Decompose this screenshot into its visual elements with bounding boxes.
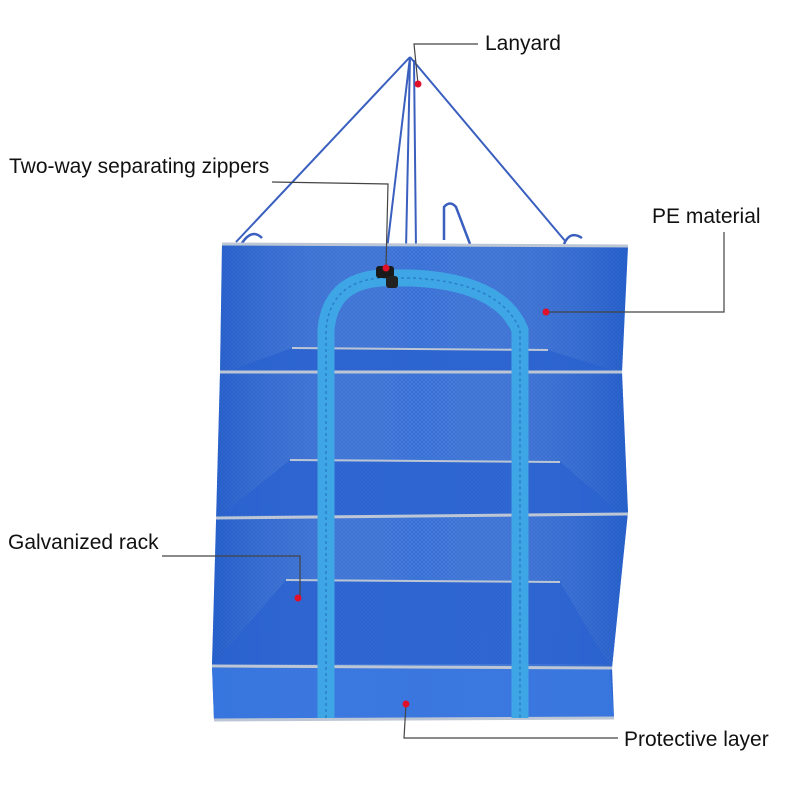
mesh-body (212, 244, 628, 720)
label-protective-layer: Protective layer (624, 728, 769, 751)
zipper-pulls (376, 266, 398, 288)
marker-dot-zippers (382, 264, 390, 272)
lanyard-cords (235, 56, 567, 259)
marker-dot-protective-layer (402, 700, 410, 708)
leader-lines (162, 43, 725, 739)
zipper-arch (317, 269, 529, 718)
marker-dot-galvanized-rack (294, 594, 302, 602)
hanging-loops (240, 202, 583, 245)
marker-dot-lanyard (414, 80, 422, 88)
label-two-way-zippers: Two-way separating zippers (9, 155, 270, 178)
label-galvanized-rack: Galvanized rack (8, 531, 159, 554)
marker-dot-pe-material (542, 308, 550, 316)
marker-dots (294, 80, 550, 708)
label-lanyard: Lanyard (485, 32, 561, 55)
label-pe-material: PE material (652, 205, 761, 228)
